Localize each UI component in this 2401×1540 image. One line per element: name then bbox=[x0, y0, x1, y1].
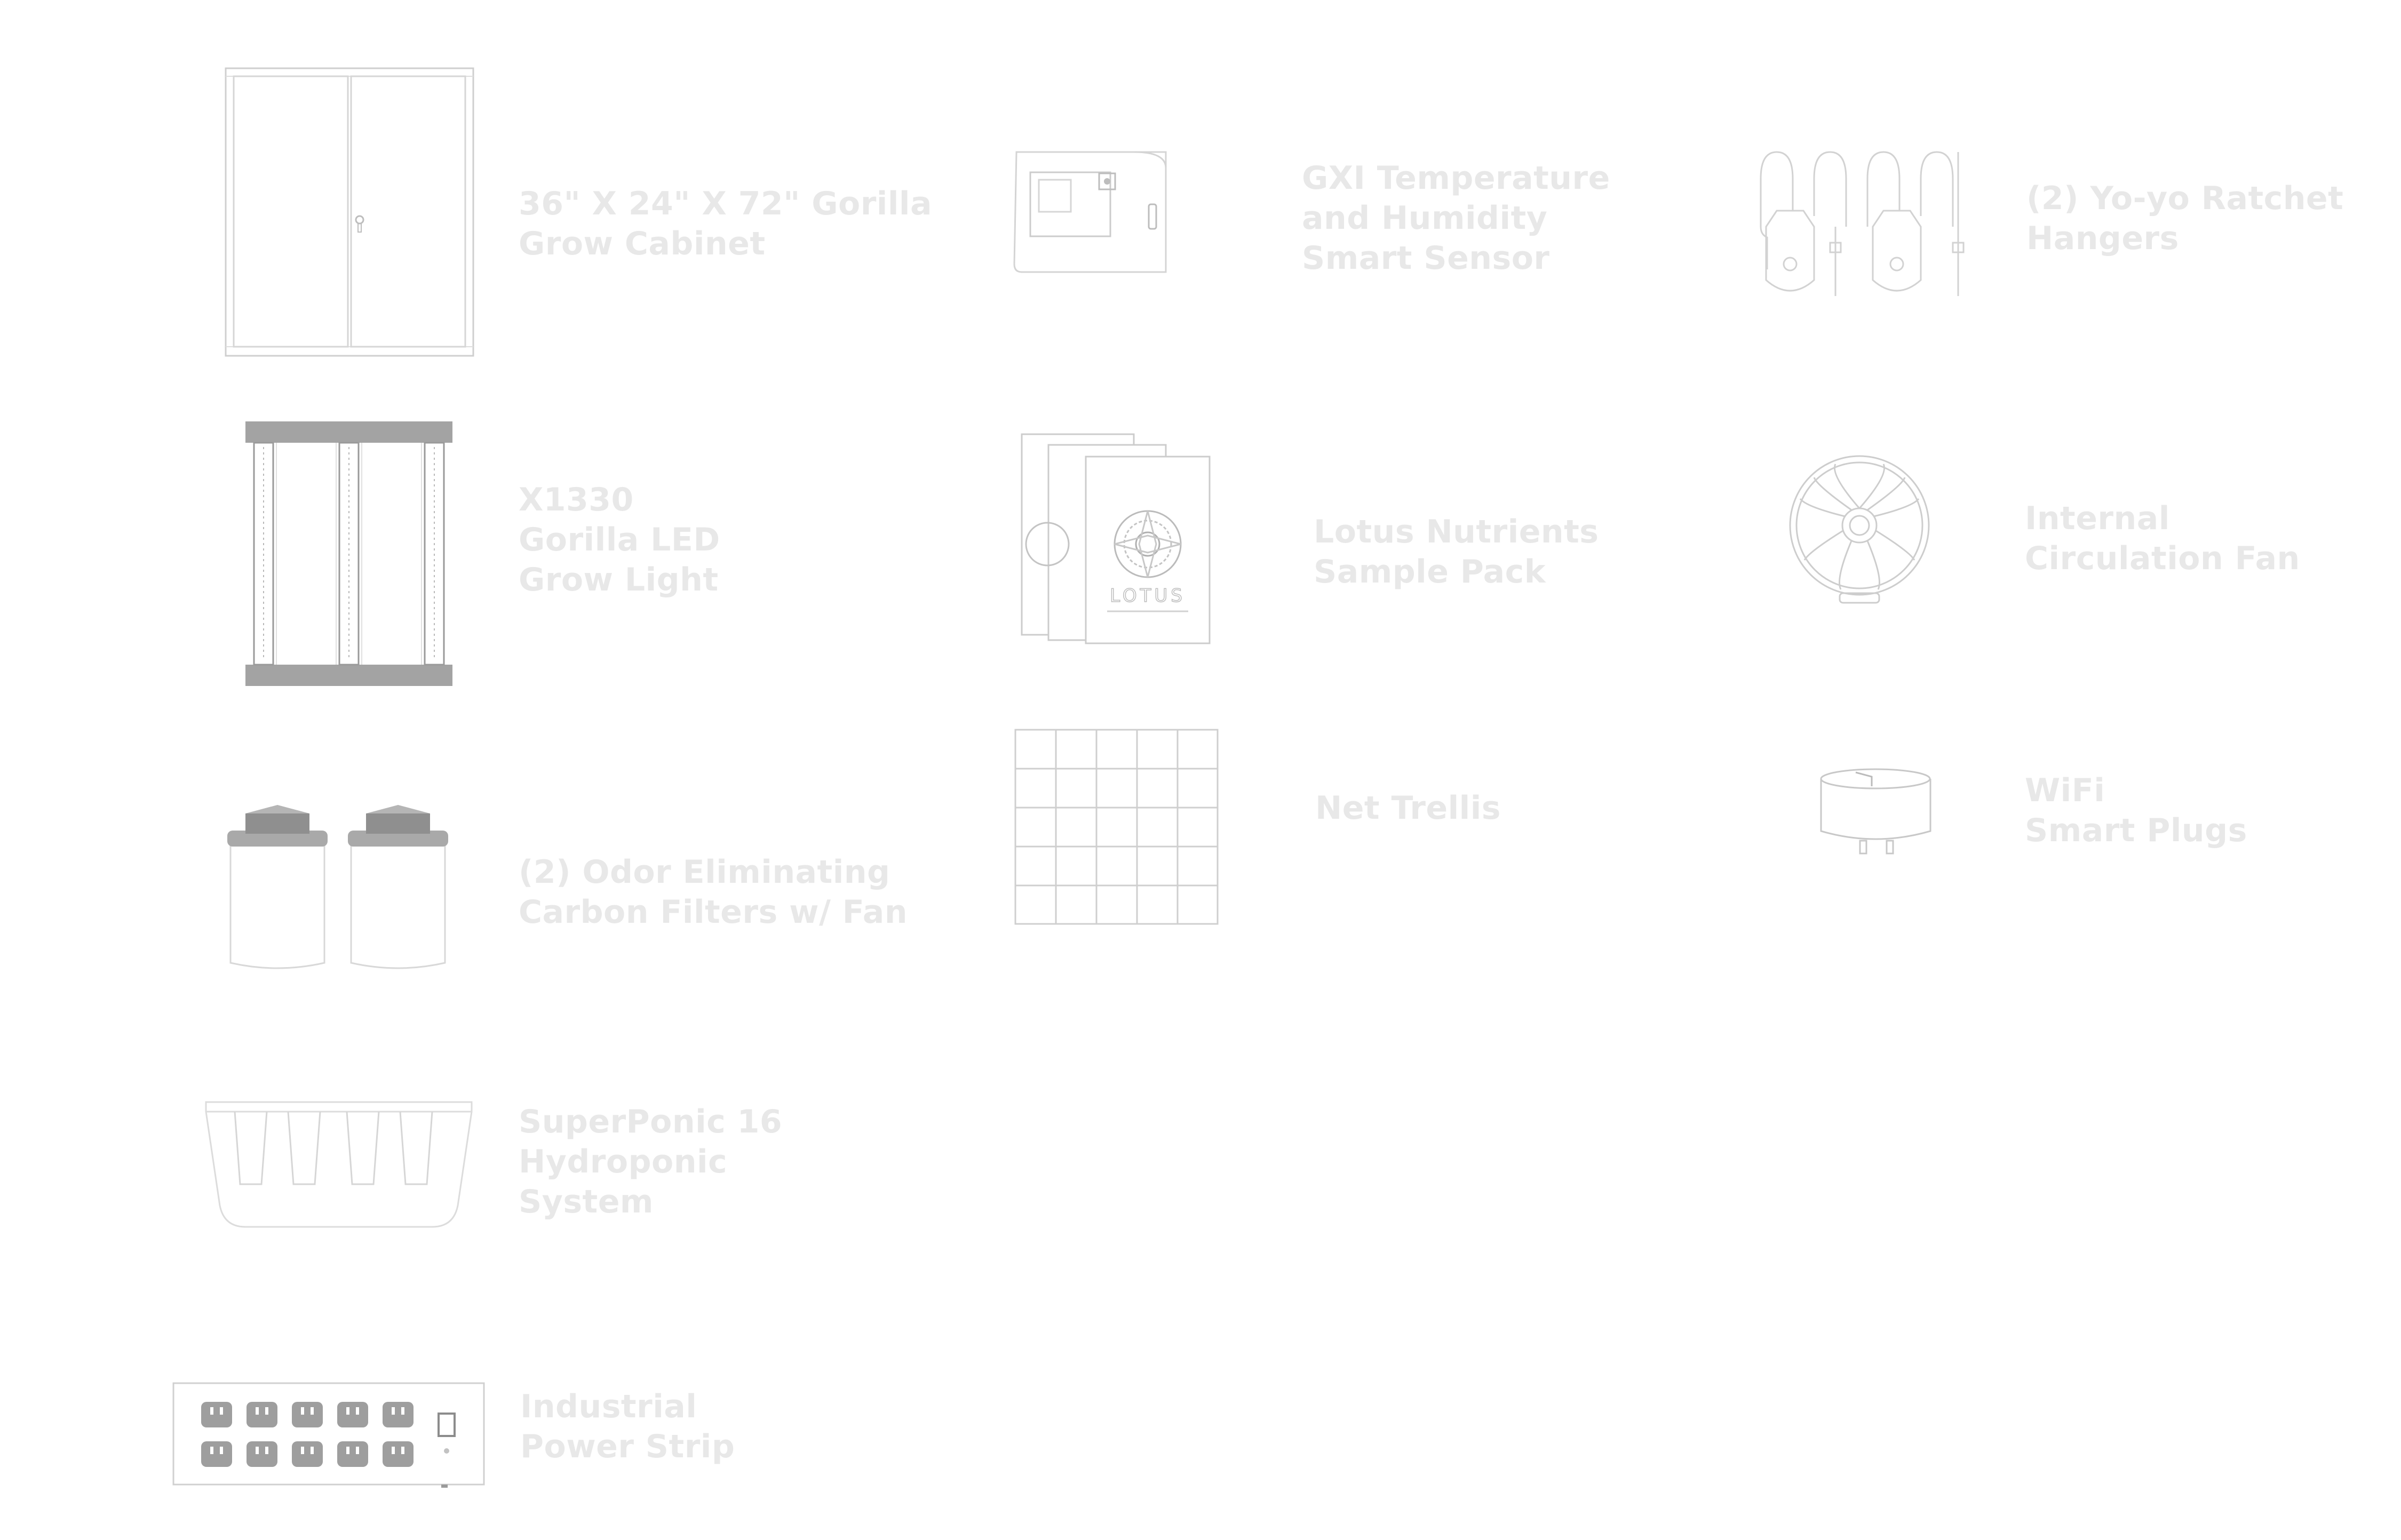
fan-icon bbox=[1782, 453, 1937, 605]
ratchet-hanger-icon bbox=[1745, 147, 1974, 312]
smart-sensor-label: GXI Temperature and Humidity Smart Senso… bbox=[1302, 159, 1610, 277]
hydroponic-system-label: SuperPonic 16 Hydroponic System bbox=[519, 1103, 783, 1220]
hydroponic-tub-icon bbox=[203, 1099, 475, 1232]
net-trellis-label: Net Trellis bbox=[1315, 789, 1501, 827]
lotus-brand-text: LOTUS bbox=[1110, 585, 1186, 607]
carbon-filter-icon bbox=[224, 803, 454, 984]
carbon-filters-label: (2) Odor Eliminating Carbon Filters w/ F… bbox=[519, 853, 908, 931]
nutrients-pack-label: Lotus Nutrients Sample Pack bbox=[1314, 513, 1599, 591]
smart-plug-icon bbox=[1818, 767, 1933, 855]
grow-cabinet-label: 36" X 24" X 72" Gorilla Grow Cabinet bbox=[519, 185, 932, 262]
power-strip-label: Industrial Power Strip bbox=[520, 1388, 735, 1465]
circulation-fan-label: Internal Circulation Fan bbox=[2025, 500, 2300, 577]
sensor-icon bbox=[1011, 147, 1171, 277]
smart-plugs-label: WiFi Smart Plugs bbox=[2025, 772, 2247, 849]
power-strip-icon bbox=[172, 1382, 486, 1488]
trellis-icon bbox=[1014, 728, 1219, 925]
grow-light-label: X1330 Gorilla LED Grow Light bbox=[519, 481, 720, 599]
ratchet-hangers-label: (2) Yo-yo Ratchet Hangers bbox=[2026, 180, 2344, 257]
nutrient-bags-icon: LOTUS bbox=[1016, 432, 1214, 645]
cabinet-icon bbox=[224, 67, 475, 357]
led-light-icon bbox=[244, 420, 454, 687]
